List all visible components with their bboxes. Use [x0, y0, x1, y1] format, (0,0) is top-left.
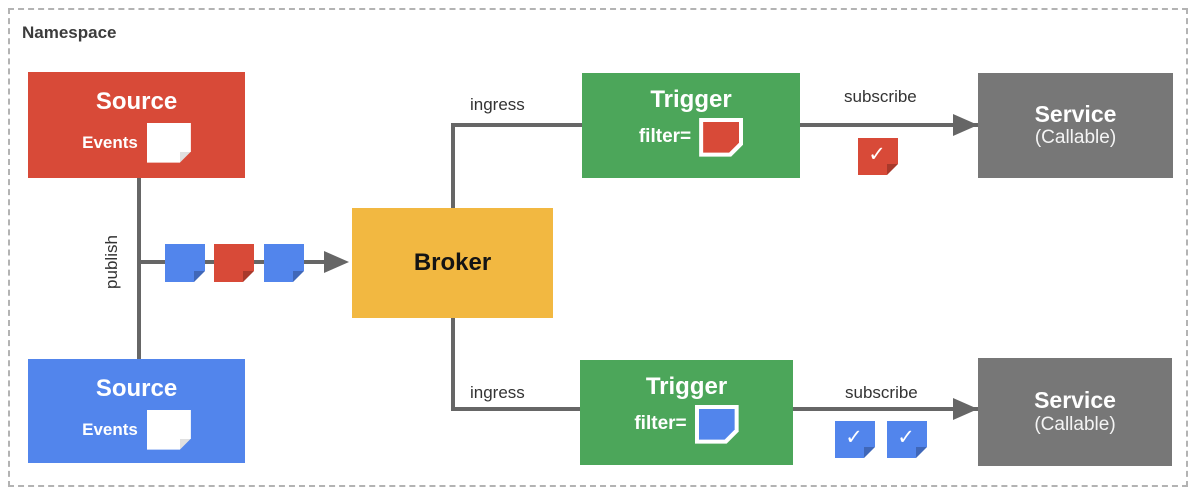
filter-row: filter= [634, 405, 738, 444]
trigger-node-title: Trigger [645, 373, 728, 400]
checkmark-icon: ✓ [845, 426, 863, 449]
ingress-edge-bottom-vertical [451, 317, 455, 409]
source-node-title: Source [95, 88, 178, 115]
event-document-icon [147, 123, 191, 163]
arrowhead-into-service-bottom-icon [953, 398, 978, 420]
check-event-blue-icon: ✓ [887, 421, 927, 458]
source-node-bottom: Source Events [28, 359, 245, 463]
service-node-title: Service [1034, 100, 1117, 127]
ingress-edge-top-vertical [451, 123, 455, 209]
service-node-subtitle: (Callable) [1034, 127, 1117, 149]
filter-label: filter= [638, 126, 692, 148]
filter-icon-fill [699, 409, 735, 440]
filter-event-blue-icon [695, 405, 739, 444]
service-node-top: Service (Callable) [978, 73, 1173, 178]
arrowhead-into-broker-icon [324, 251, 349, 273]
events-row: Events [82, 410, 191, 450]
event-note-red-icon [214, 244, 254, 282]
ingress-edge-label-bottom: ingress [470, 383, 525, 402]
events-label: Events [82, 132, 138, 152]
broker-node-title: Broker [413, 249, 492, 277]
checkmark-icon: ✓ [868, 143, 886, 166]
filter-row: filter= [639, 118, 743, 157]
ingress-edge-label-top: ingress [470, 95, 525, 114]
trigger-node-top: Trigger filter= [582, 73, 800, 178]
event-note-blue-icon [264, 244, 304, 282]
publish-edge-vertical [137, 178, 141, 359]
event-note-blue-icon [165, 244, 205, 282]
filter-icon-fill [703, 122, 739, 153]
trigger-node-bottom: Trigger filter= [580, 360, 793, 465]
service-node-title: Service [1034, 387, 1116, 414]
check-event-blue-icon: ✓ [835, 421, 875, 458]
checkmark-icon: ✓ [897, 426, 915, 449]
namespace-boundary [8, 8, 1188, 487]
subscribe-edge-label-bottom: subscribe [845, 383, 918, 402]
filter-label: filter= [634, 413, 687, 435]
service-node-bottom: Service (Callable) [978, 358, 1172, 466]
source-node-title: Source [95, 375, 178, 402]
trigger-node-title: Trigger [650, 86, 732, 113]
event-document-icon [147, 410, 191, 450]
arrowhead-into-service-top-icon [953, 114, 978, 136]
service-node-subtitle: (Callable) [1034, 413, 1116, 435]
publish-edge-label: publish [102, 235, 121, 289]
events-label: Events [82, 419, 138, 439]
namespace-label: Namespace [22, 23, 117, 42]
check-event-red-icon: ✓ [858, 138, 898, 175]
subscribe-edge-label-top: subscribe [844, 87, 917, 106]
filter-event-red-icon [699, 118, 743, 157]
events-row: Events [82, 123, 191, 163]
source-node-top: Source Events [28, 72, 245, 178]
broker-node: Broker [352, 208, 553, 318]
